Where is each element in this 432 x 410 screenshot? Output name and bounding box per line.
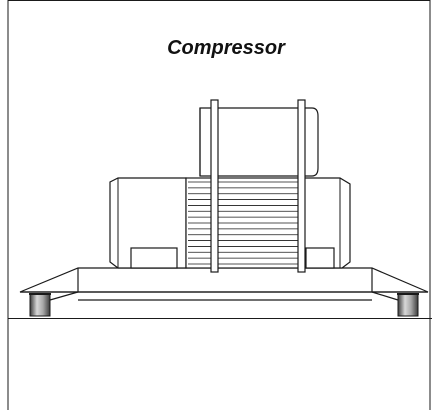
strap-right bbox=[297, 99, 306, 273]
mount-block-right bbox=[305, 247, 335, 269]
motor-body bbox=[109, 177, 351, 269]
upper-cylinder bbox=[199, 107, 319, 177]
cooling-fins bbox=[185, 177, 301, 269]
isolator-foot-right bbox=[397, 293, 419, 317]
diagram-title: Compressor bbox=[167, 37, 286, 59]
mount-block-left bbox=[130, 247, 178, 269]
base-frame bbox=[19, 267, 429, 301]
strap-left bbox=[210, 99, 219, 273]
isolator-foot-left bbox=[29, 293, 51, 317]
